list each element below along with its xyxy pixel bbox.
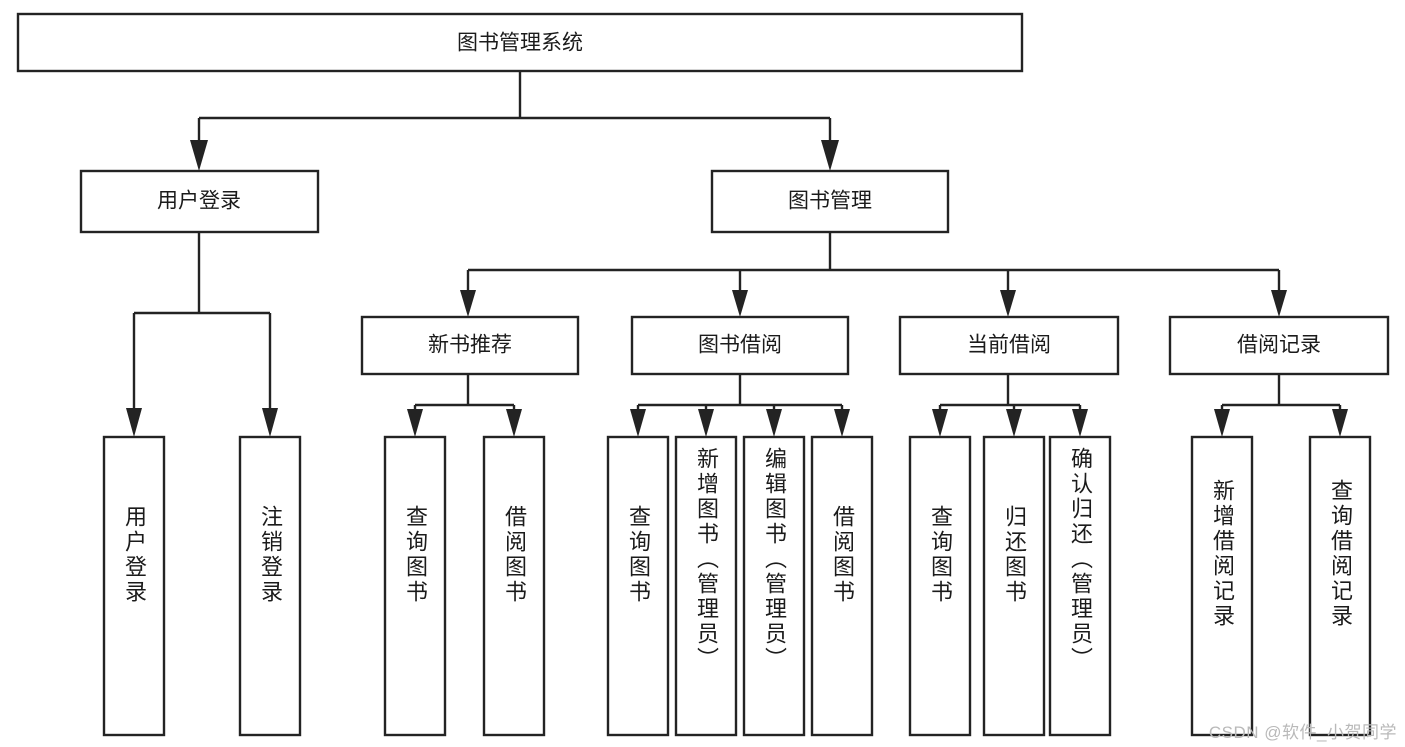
node-root[interactable]: 图书管理系统	[16, 12, 1024, 73]
node-current-borrow-label: 当前借阅	[967, 334, 1051, 357]
leaf-box-borrow-book-b[interactable]	[810, 435, 874, 737]
node-current-borrow[interactable]: 当前借阅	[898, 315, 1120, 376]
arrow-head-leaf-query-record	[1332, 409, 1348, 437]
arrow-head-new-book-rec	[460, 290, 476, 317]
node-user-login[interactable]: 用户登录	[79, 169, 320, 234]
arrow-head-leaf-return-book	[1006, 409, 1022, 437]
arrow-head-leaf-edit-book	[766, 409, 782, 437]
arrow-head-borrow-record	[1271, 290, 1287, 317]
arrow-head-current-borrow	[1000, 290, 1016, 317]
arrow-head-leaf-query-book-c	[932, 409, 948, 437]
csdn-watermark: CSDN @软件_小贺同学	[1208, 723, 1397, 742]
node-book-borrow-box[interactable]	[630, 315, 850, 376]
node-current-borrow-box[interactable]	[898, 315, 1120, 376]
connector-layer	[126, 71, 1348, 437]
leaf-box-return-book[interactable]	[982, 435, 1046, 737]
node-borrow-record-box[interactable]	[1168, 315, 1390, 376]
leaf-box-logout[interactable]	[238, 435, 302, 737]
arrow-head-leaf-logout	[262, 408, 278, 437]
leaf-box-query-book-a[interactable]	[383, 435, 447, 737]
arrow-head-leaf-query-book-b	[630, 409, 646, 437]
arrow-head-leaf-query-book-a	[407, 409, 423, 437]
leaf-box-query-record[interactable]	[1308, 435, 1372, 737]
leaf-box-user-login[interactable]	[102, 435, 166, 737]
leaf-box-confirm-return[interactable]	[1048, 435, 1112, 737]
leaf-box-query-book-b[interactable]	[606, 435, 670, 737]
leaf-box-query-book-c[interactable]	[908, 435, 972, 737]
arrow-head-book-mgmt	[821, 140, 839, 171]
arrow-head-leaf-user-login	[126, 408, 142, 437]
leaf-box-add-record[interactable]	[1190, 435, 1254, 737]
arrow-head-user-login	[190, 140, 208, 171]
node-book-borrow-label: 图书借阅	[698, 334, 782, 357]
node-book-borrow[interactable]: 图书借阅	[630, 315, 850, 376]
arrow-head-leaf-add-book	[698, 409, 714, 437]
node-new-book-recommend[interactable]: 新书推荐	[360, 315, 580, 376]
node-book-management-box[interactable]	[710, 169, 950, 234]
node-new-book-recommend-box[interactable]	[360, 315, 580, 376]
node-borrow-record-label: 借阅记录	[1237, 334, 1321, 357]
node-new-book-recommend-label: 新书推荐	[428, 334, 512, 357]
arrow-head-leaf-borrow-book-a	[506, 409, 522, 437]
node-user-login-label: 用户登录	[157, 190, 241, 213]
arrow-head-leaf-confirm-return	[1072, 409, 1088, 437]
leaf-box-borrow-book-a[interactable]	[482, 435, 546, 737]
leaf-box-add-book[interactable]	[674, 435, 738, 737]
arrow-head-book-borrow	[732, 290, 748, 317]
leaf-box-layer	[102, 435, 1372, 737]
node-user-login-box[interactable]	[79, 169, 320, 234]
node-book-management-label: 图书管理	[788, 190, 872, 213]
node-book-management[interactable]: 图书管理	[710, 169, 950, 234]
leaf-box-edit-book[interactable]	[742, 435, 806, 737]
arrow-head-leaf-add-record	[1214, 409, 1230, 437]
node-root-box[interactable]	[16, 12, 1024, 73]
node-borrow-record[interactable]: 借阅记录	[1168, 315, 1390, 376]
node-root-label: 图书管理系统	[457, 32, 583, 55]
arrow-head-leaf-borrow-book-b	[834, 409, 850, 437]
